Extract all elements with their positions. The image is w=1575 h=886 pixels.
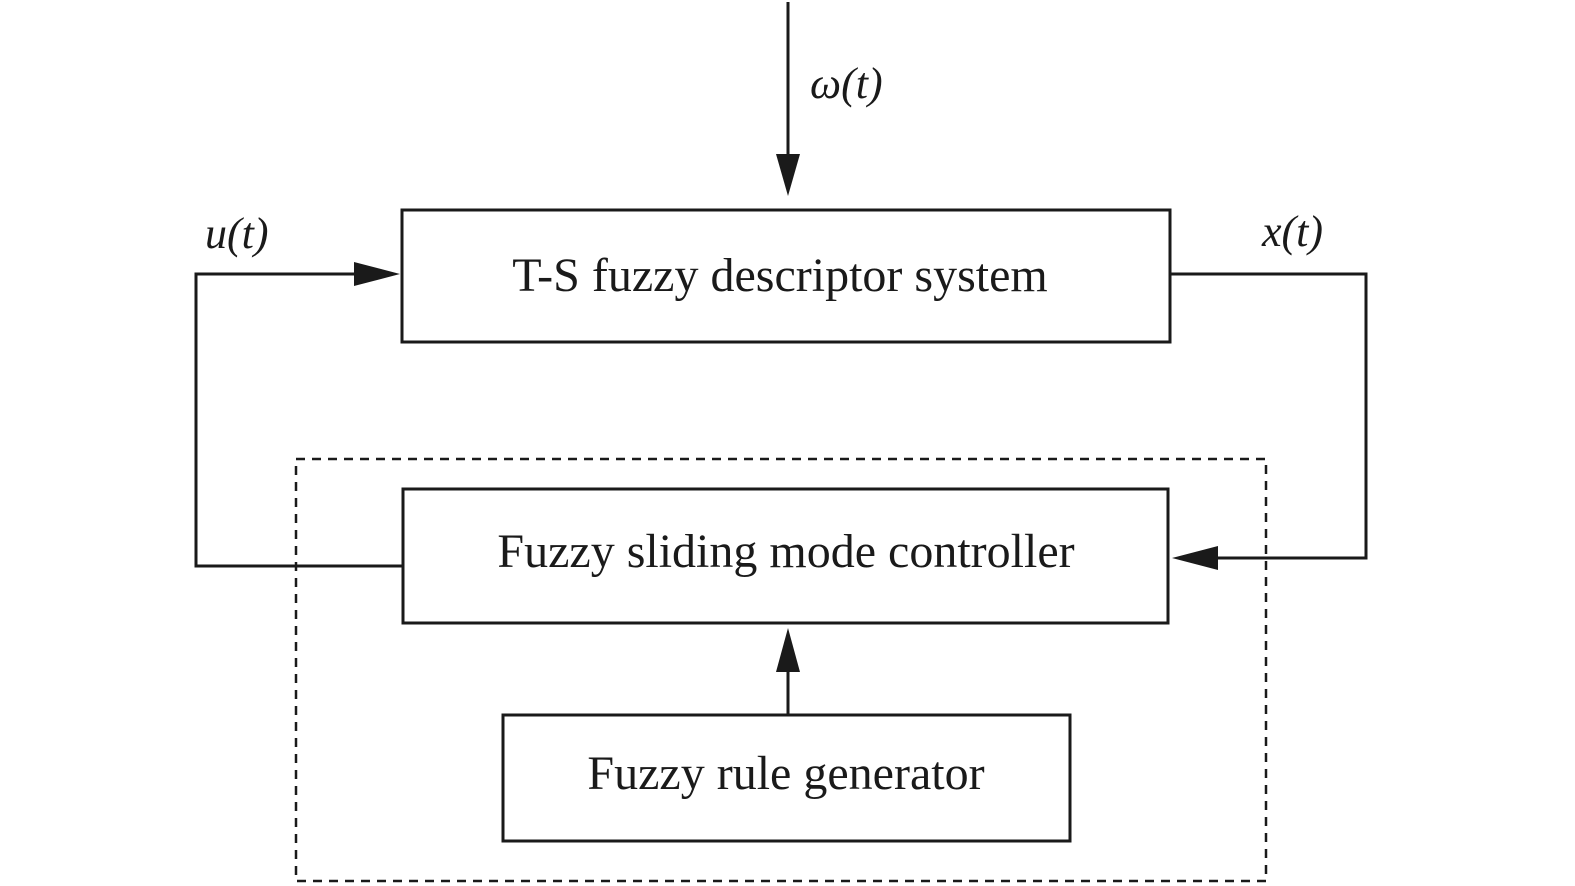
disturbance-arrowhead: [776, 154, 800, 196]
input-label: u(t): [205, 209, 269, 258]
control-input-arrowhead: [354, 262, 400, 286]
rules-label: Fuzzy rule generator: [587, 747, 984, 800]
disturbance-label: ω(t): [810, 59, 883, 108]
controller-label: Fuzzy sliding mode controller: [497, 525, 1074, 578]
rules-block: [501, 713, 1072, 843]
plant-block: [400, 208, 1172, 344]
control-input-line: [194, 272, 403, 568]
controller-block: [401, 487, 1170, 625]
state-feedback-arrowhead: [1172, 546, 1218, 570]
plant-label: T-S fuzzy descriptor system: [512, 249, 1047, 302]
rules-arrowhead: [776, 628, 800, 672]
controller-subsystem-boundary: [294, 457, 1268, 883]
state-feedback-line: [1170, 272, 1368, 560]
state-label: x(t): [1261, 207, 1323, 256]
